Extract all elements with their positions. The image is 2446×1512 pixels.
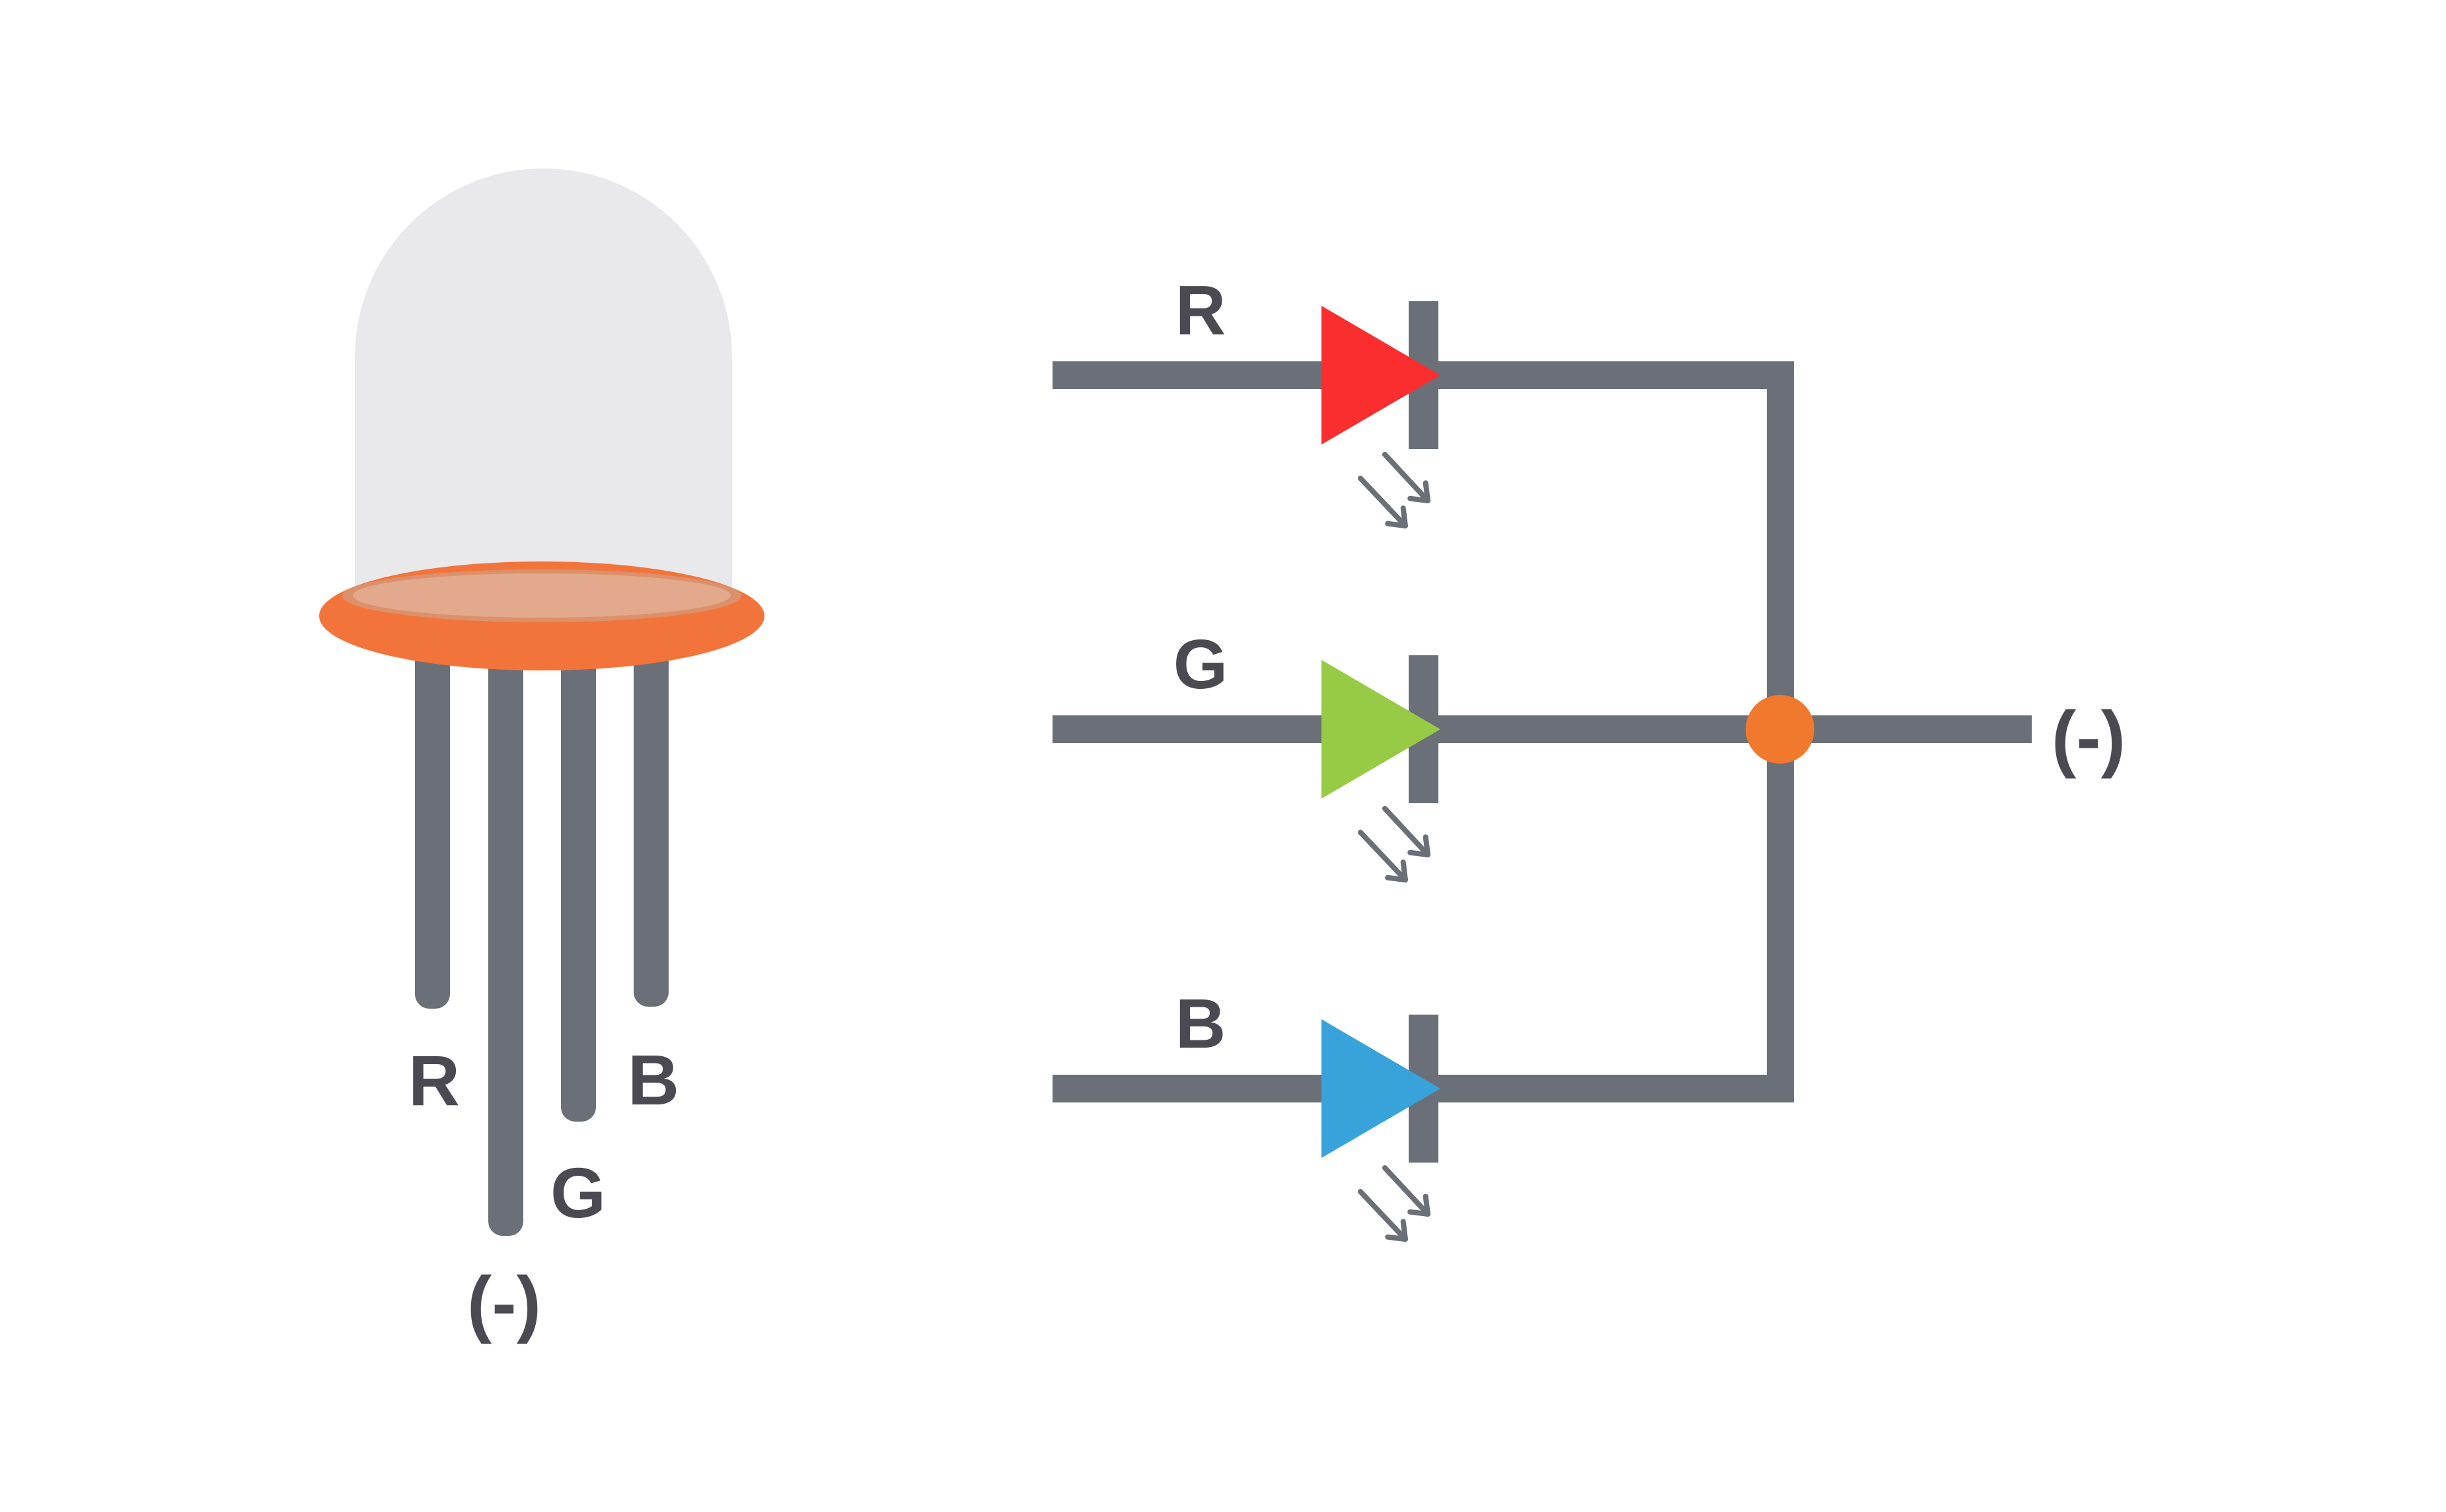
junction-dot	[1746, 695, 1814, 764]
led-symbol-green	[1321, 660, 1440, 799]
led-leg-cathode	[488, 647, 523, 1236]
anode-wire-green	[1053, 715, 2032, 743]
branch-label-blue: B	[1175, 984, 1226, 1063]
led-leg-red	[415, 647, 450, 1009]
light-emission-arrows-icon	[1358, 806, 1430, 882]
pin-label-red: R	[408, 1040, 460, 1120]
branch-label-red: R	[1175, 271, 1226, 349]
led-symbol-blue	[1321, 1019, 1440, 1158]
led-leg-blue	[634, 647, 669, 1007]
led-leg-green	[561, 647, 596, 1122]
led-dome	[355, 168, 732, 624]
led-symbol-red	[1321, 306, 1440, 445]
pin-label-cathode: (-)	[467, 1261, 541, 1344]
branch-label-green: G	[1173, 625, 1228, 703]
light-emission-arrows-icon	[1358, 452, 1430, 528]
pin-label-blue: B	[628, 1039, 679, 1120]
pin-label-green: G	[550, 1152, 606, 1233]
common-negative-label: (-)	[2052, 696, 2126, 779]
light-emission-arrows-icon	[1358, 1165, 1430, 1242]
led-base-top-highlight	[353, 573, 731, 618]
